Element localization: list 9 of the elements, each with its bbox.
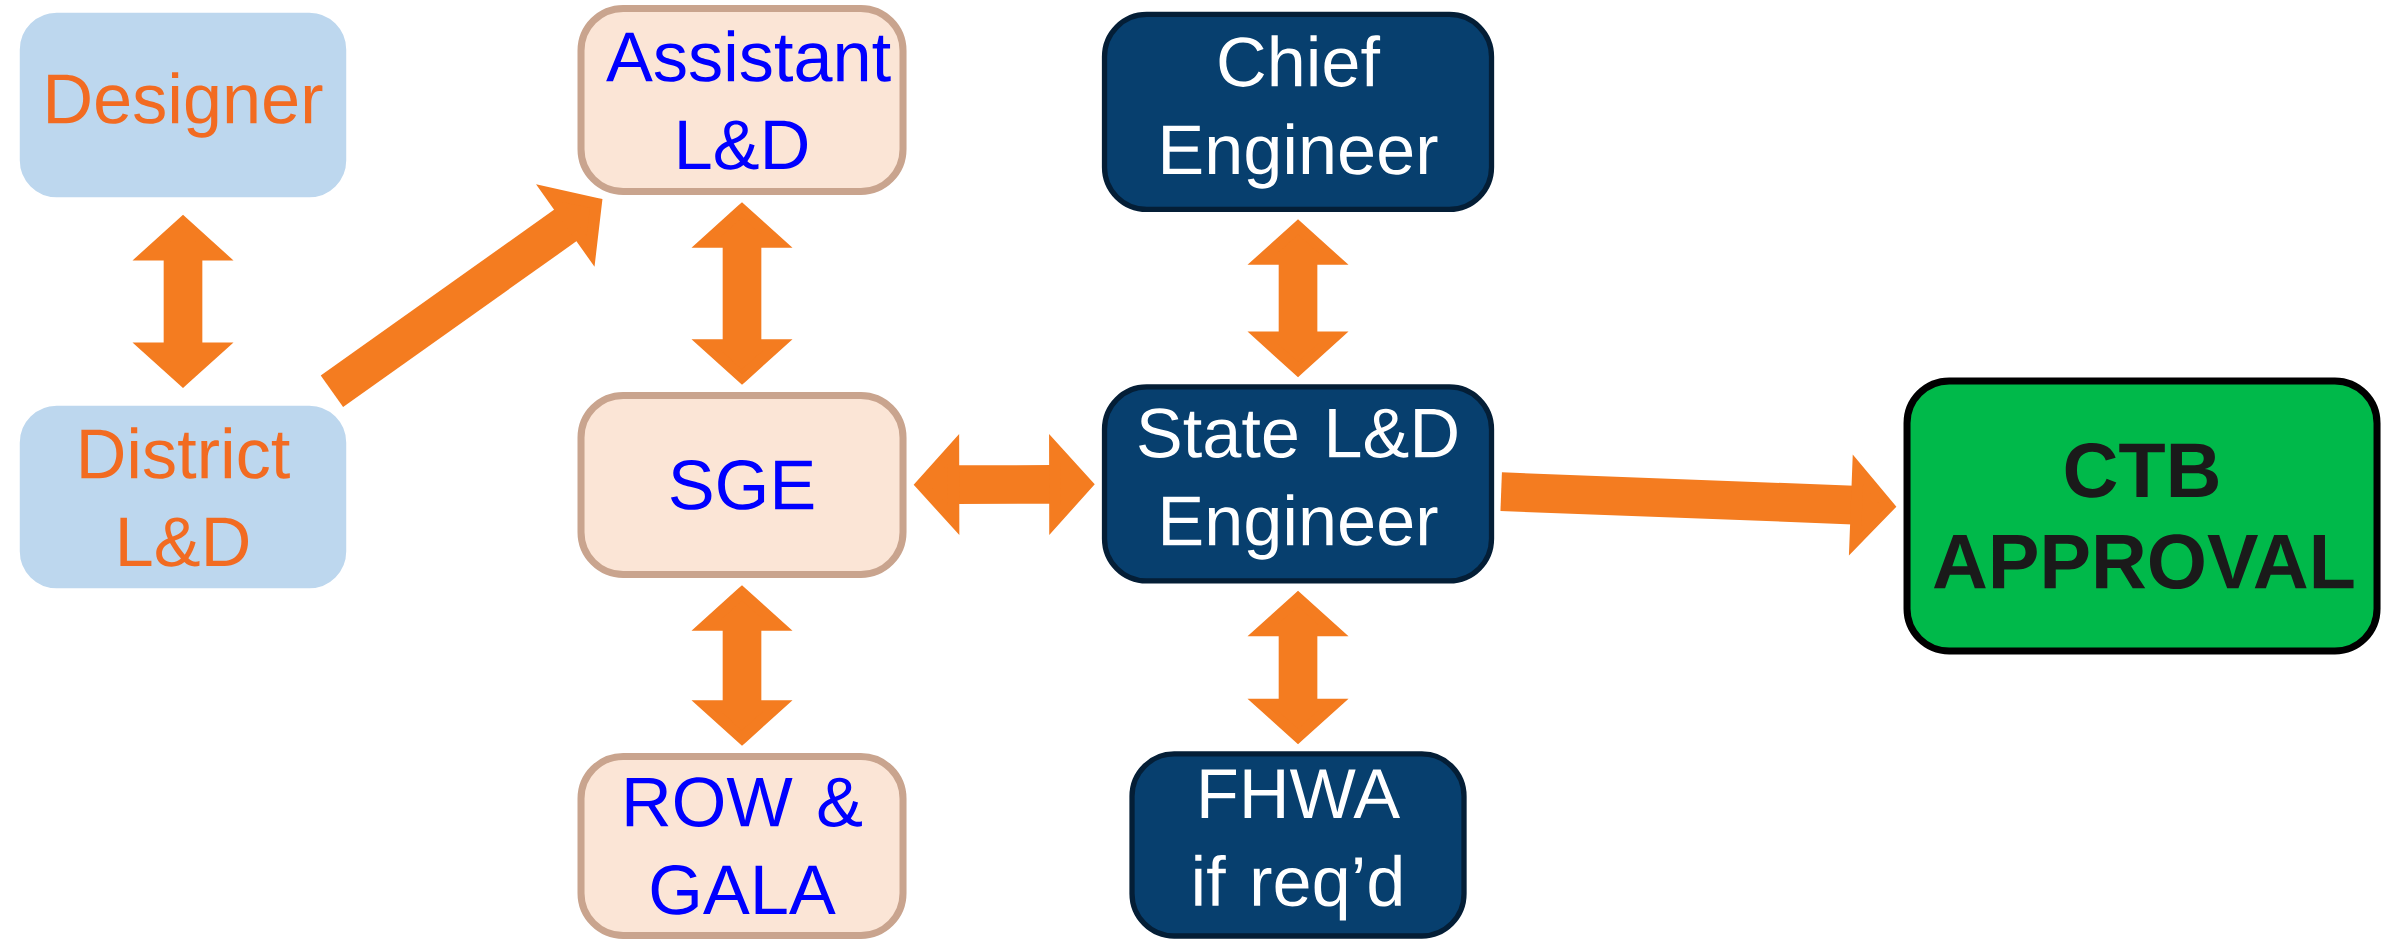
approval-box: CTB APPROVAL — [1903, 377, 2381, 655]
process-box: FHWA if req’d — [1129, 751, 1467, 939]
process-box: Assistant L&D — [577, 4, 907, 195]
process-box: State L&D Engineer — [1101, 384, 1495, 584]
process-box: District L&D — [9, 395, 357, 599]
process-box: ROW & GALA — [577, 752, 907, 939]
process-box: Chief Engineer — [1101, 11, 1495, 213]
process-box: Designer — [9, 2, 357, 208]
process-box: SGE — [577, 391, 907, 578]
